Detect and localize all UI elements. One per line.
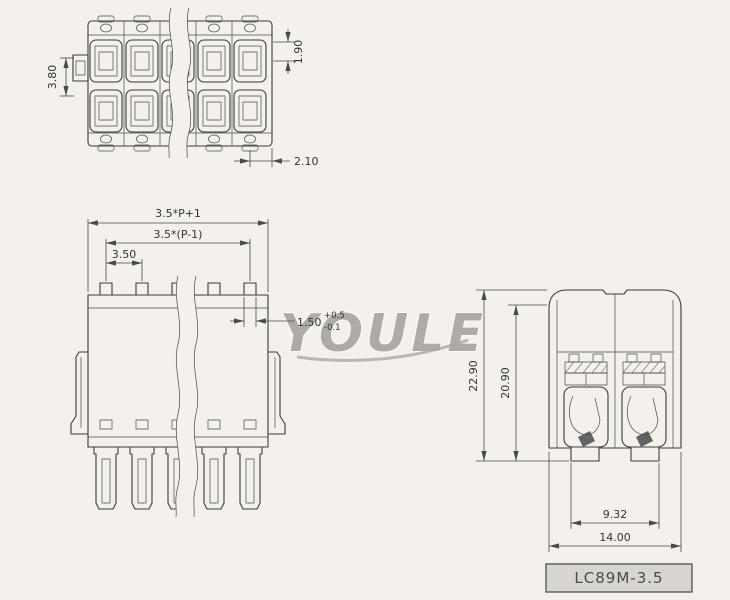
dim-width-total-label: 14.00 [599,531,631,544]
clamp-unit-right [621,353,667,448]
left-wing [70,351,89,435]
break-gap [175,276,198,517]
break-gap [168,8,191,158]
dimension-height-total: 22.90 [467,289,569,462]
watermark: YOULE [279,303,486,365]
side-view: 22.90 20.90 9.32 14.00 [467,289,682,552]
dim-pin-tol-minus-label: -0.1 [324,323,341,333]
dim-pin-width-label: 1.50 [297,316,322,329]
side-tab [72,54,89,82]
dimension-contact-height: 1.90 [273,29,305,74]
dimension-width-total: 14.00 [548,452,682,552]
title-box [545,563,693,593]
dim-feet-span-label: 9.32 [603,508,628,521]
dim-total-width-label: 3.5*P+1 [155,207,201,220]
watermark-text: YOULE [280,304,486,364]
side-outline [548,289,682,462]
title-block: LC89M-3.5 [545,563,693,593]
dimension-total-width: 3.5*P+1 [88,207,268,226]
dim-end-offset-label: 2.10 [294,155,319,168]
plug-legs [93,446,263,510]
dim-span-label: 3.5*(P-1) [154,228,203,241]
dim-height-total-label: 22.90 [467,360,480,392]
front-view: 3.5*P+1 3.5*(P-1) 3.50 1.50 +0.5 -0.1 [70,207,345,518]
break-line [175,275,181,518]
clamp-unit-left [563,353,609,448]
model-number: LC89M-3.5 [574,569,663,587]
break-line [193,275,199,518]
dimension-pitch: 3.50 [106,248,142,266]
watermark-underline [296,338,469,363]
right-wing [267,351,286,435]
dimension-feet-span: 9.32 [570,463,660,529]
break-line [168,7,174,159]
dimension-pin-width: 1.50 +0.5 -0.1 [230,297,345,333]
dimension-row-pitch: 3.80 [46,57,74,97]
dimension-span: 3.5*(P-1) [106,228,250,246]
dim-height-body-label: 20.90 [499,367,512,399]
dim-pitch-label: 3.50 [112,248,137,261]
dim-row-pitch-label: 3.80 [46,65,59,90]
dim-pin-tol-plus-label: +0.5 [324,311,345,321]
top-view: 3.80 1.90 2.10 [46,7,319,168]
break-line [186,7,192,159]
dim-contact-height-label: 1.90 [292,40,305,65]
dimension-height-body: 20.90 [499,304,547,461]
dimension-end-offset: 2.10 [234,148,319,168]
